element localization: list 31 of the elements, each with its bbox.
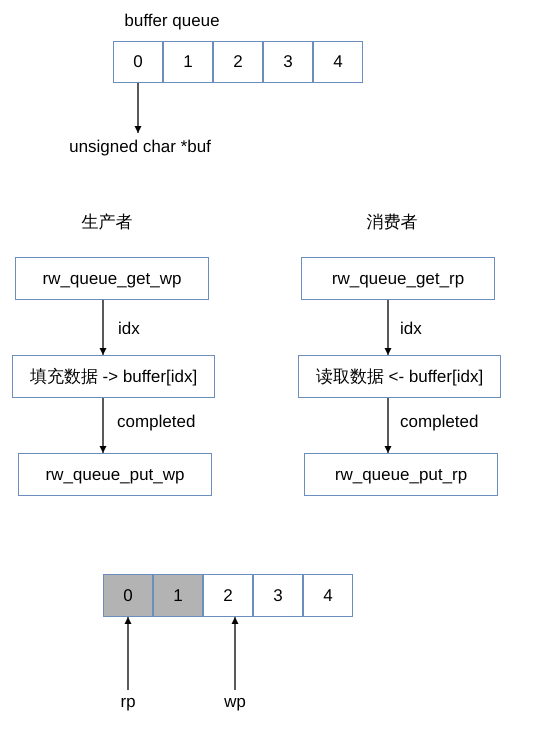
process-box: rw_queue_get_rp (301, 257, 495, 300)
column-heading: 消费者 (366, 212, 418, 234)
process-box: rw_queue_get_wp (15, 257, 209, 300)
arrow (384, 300, 392, 355)
variable-label: unsigned char *buf (57, 133, 223, 161)
process-box: rw_queue_put_wp (18, 453, 212, 496)
arrow (124, 617, 132, 690)
queue-cell: 3 (253, 574, 303, 617)
queue-cell: 0 (113, 41, 163, 83)
queue-cell: 0 (103, 574, 153, 617)
queue-cell: 3 (263, 41, 313, 83)
arrow (232, 617, 238, 690)
arrow (384, 398, 392, 453)
edge-label: completed (400, 412, 478, 432)
process-box: rw_queue_put_rp (304, 453, 498, 496)
array-title: buffer queue (124, 11, 220, 31)
queue-cell: 2 (213, 41, 263, 83)
arrow (100, 398, 106, 453)
pointer-label: rp (113, 690, 143, 714)
edge-label: completed (117, 412, 196, 432)
queue-cell: 1 (153, 574, 203, 617)
pointer-label: wp (219, 690, 251, 714)
arrow (134, 83, 142, 133)
process-box: 填充数据 -> buffer[idx] (12, 355, 215, 398)
queue-cell: 4 (303, 574, 353, 617)
arrow (100, 300, 106, 355)
process-box: 读取数据 <- buffer[idx] (298, 355, 501, 398)
queue-cell: 2 (203, 574, 253, 617)
column-heading: 生产者 (82, 212, 132, 234)
queue-cell: 1 (163, 41, 213, 83)
queue-cell: 4 (313, 41, 363, 83)
